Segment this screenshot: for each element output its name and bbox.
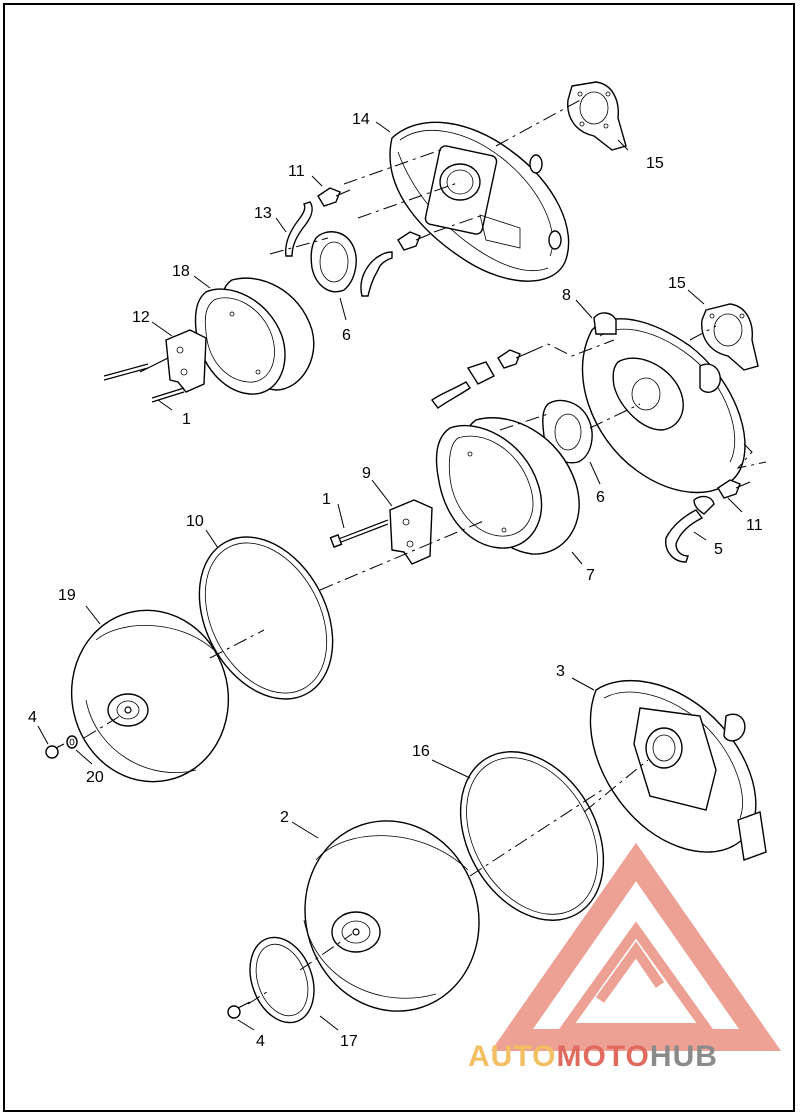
- filter-element-18: [194, 277, 315, 395]
- page-border: [3, 3, 795, 1112]
- callout-17: 17: [340, 1033, 358, 1050]
- callout-7: 7: [586, 567, 595, 584]
- trim-ring-10: [198, 536, 334, 700]
- bracket-12: [165, 329, 207, 393]
- callout-20: 20: [86, 769, 104, 786]
- breather-bolt-11-mid: [693, 479, 751, 515]
- callout-9: 9: [362, 465, 371, 482]
- callout-6-mid: 6: [596, 489, 605, 506]
- gasket-17: [249, 936, 315, 1024]
- breather-bolt-11-top: [317, 187, 431, 251]
- bolt-1-middle: [329, 519, 389, 548]
- watermark-hub: HUB: [650, 1040, 718, 1073]
- callout-5: 5: [714, 541, 723, 558]
- callout-2: 2: [280, 809, 289, 826]
- callout-3: 3: [556, 663, 565, 680]
- callout-13: 13: [254, 205, 272, 222]
- gasket-15-top: [567, 81, 627, 151]
- svg-text:AUTOMOTOHUB: AUTOMOTOHUB: [468, 1040, 718, 1073]
- air-cleaner-cover-19: [70, 609, 230, 783]
- callout-14: 14: [352, 111, 370, 128]
- callout-4-mid: 4: [28, 709, 37, 726]
- washer-20: [66, 735, 78, 749]
- assembly-centerlines: [83, 97, 767, 1005]
- callout-15-mid: 15: [668, 275, 686, 292]
- breather-fitting-middle: [431, 349, 531, 409]
- backplate-14: [389, 121, 570, 282]
- callout-15-top: 15: [646, 155, 664, 172]
- callout-1-mid: 1: [322, 491, 331, 508]
- breather-hose-13: [285, 201, 393, 297]
- bolts-1-top: [103, 357, 185, 403]
- backplate-8: [581, 312, 746, 494]
- callout-4-bottom: 4: [256, 1033, 265, 1050]
- callout-labels: 14 11 13 18 12 1 6 15 8 15 9 1 6 7 11 5 …: [28, 111, 763, 1050]
- callout-10: 10: [186, 513, 204, 530]
- callout-16: 16: [412, 743, 430, 760]
- callout-18: 18: [172, 263, 190, 280]
- screw-4-mid: [45, 743, 65, 759]
- callout-1-top: 1: [182, 411, 191, 428]
- bracket-9: [389, 499, 433, 565]
- gasket-6-top: [310, 231, 357, 293]
- filter-element-7: [435, 417, 580, 555]
- gasket-15-mid: [701, 303, 759, 371]
- callout-6-top: 6: [342, 327, 351, 344]
- breather-hose-5: [665, 509, 704, 563]
- watermark-text: AUTOMOTOHUB: [468, 1040, 718, 1073]
- callout-11-mid: 11: [746, 517, 763, 534]
- watermark-auto: AUTO: [468, 1040, 556, 1073]
- watermark-moto: MOTO: [556, 1040, 649, 1073]
- watermark-logo: [490, 842, 782, 1051]
- callout-19: 19: [58, 587, 76, 604]
- callout-11-top: 11: [288, 163, 305, 180]
- callout-12: 12: [132, 309, 150, 326]
- screw-4-bottom: [227, 1001, 251, 1019]
- air-cleaner-cover-2: [303, 820, 480, 1012]
- backplate-3: [589, 679, 767, 861]
- callout-8: 8: [562, 287, 571, 304]
- leader-lines: [37, 121, 743, 1031]
